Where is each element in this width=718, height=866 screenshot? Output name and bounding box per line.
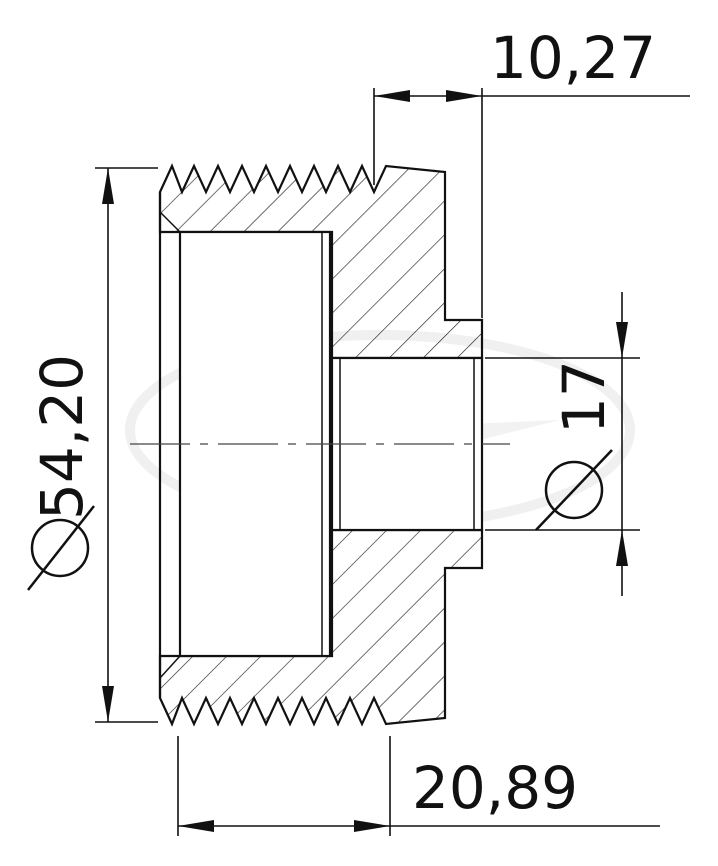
diameter-icon (535, 449, 613, 531)
dimension-top-width: 10,27 (373, 24, 690, 318)
bottom-width-label: 20,89 (412, 754, 578, 822)
diameter-icon (27, 505, 95, 591)
bore-diameter-label: 17 (550, 360, 618, 434)
outer-diameter-label: 54,20 (28, 354, 96, 520)
top-width-label: 10,27 (490, 24, 656, 92)
pulley-cross-section (130, 163, 510, 727)
dimension-outer-diameter: 54,20 (27, 167, 158, 723)
dimension-bottom-width: 20,89 (177, 736, 660, 836)
dimension-bore-diameter: 17 (485, 292, 640, 596)
